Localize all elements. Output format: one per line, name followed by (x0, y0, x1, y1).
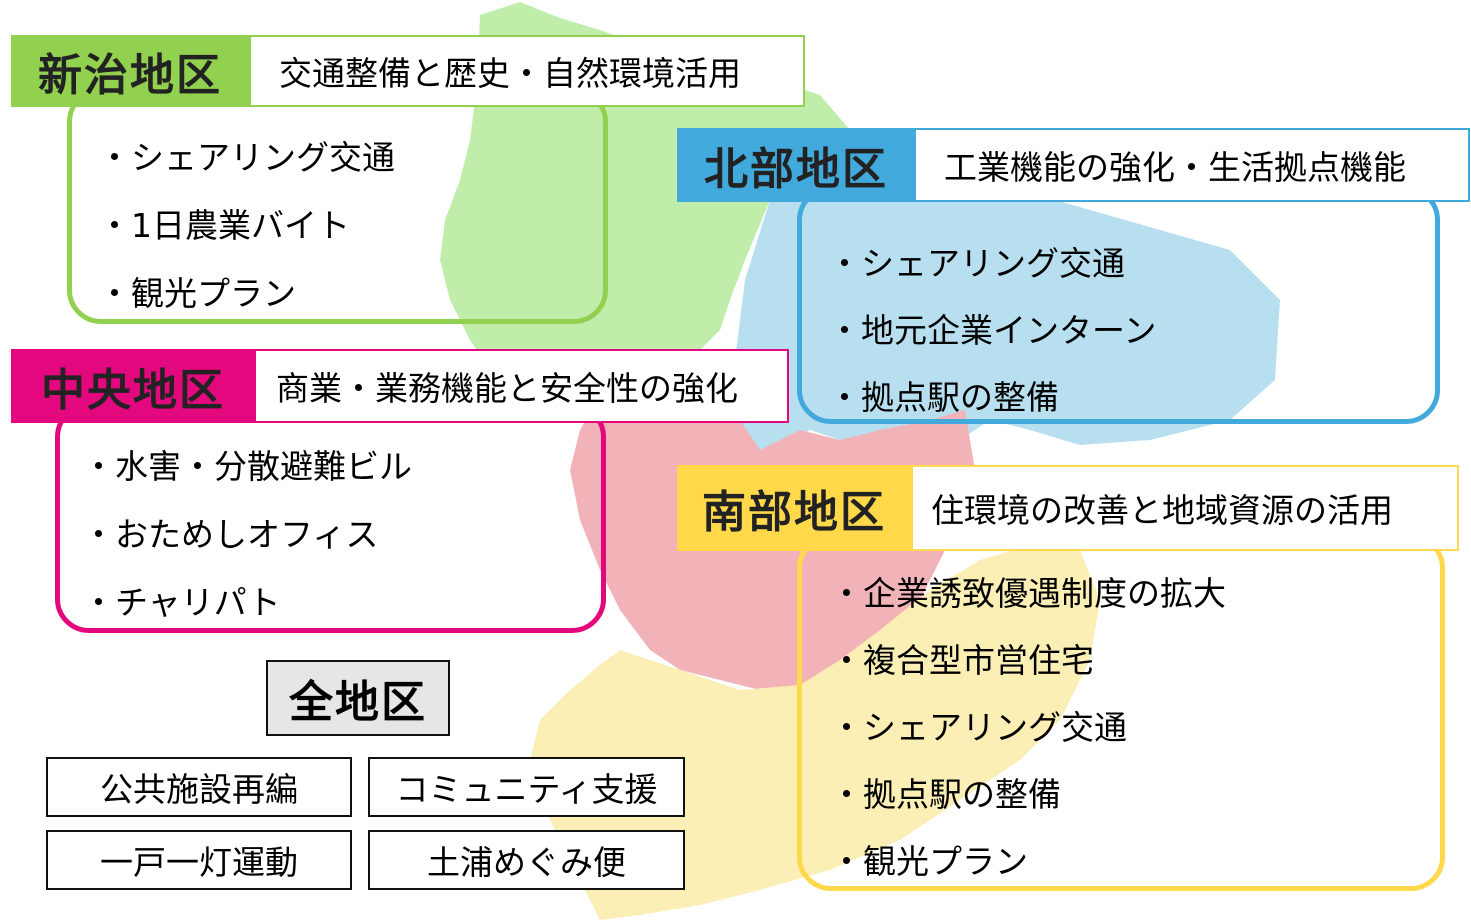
district-item: シェアリング交通 (98, 131, 395, 179)
district-item: 複合型市営住宅 (830, 634, 1094, 682)
district-theme-hokubu: 工業機能の強化・生活拠点機能 (914, 128, 1470, 202)
district-item: シェアリング交通 (830, 701, 1127, 749)
district-items-box-nanbu: 企業誘致優遇制度の拡大 複合型市営住宅 シェアリング交通 拠点駅の整備 観光プラ… (797, 534, 1445, 891)
all-district-item: 公共施設再編 (46, 757, 352, 817)
district-theme-chuo: 商業・業務機能と安全性の強化 (254, 349, 789, 423)
district-item: 観光プラン (830, 835, 1028, 883)
district-item: 拠点駅の整備 (830, 768, 1061, 816)
all-district-item: 一戸一灯運動 (46, 830, 352, 890)
all-district-title: 全地区 (266, 660, 450, 736)
district-title-nanbu: 南部地区 (677, 465, 911, 551)
district-item: シェアリング交通 (828, 237, 1125, 285)
district-title-niiharu: 新治地区 (11, 35, 249, 107)
district-item: 観光プラン (98, 267, 296, 315)
district-title-hokubu: 北部地区 (677, 128, 915, 202)
all-district-item: コミュニティ支援 (368, 757, 685, 817)
district-theme-nanbu: 住環境の改善と地域資源の活用 (911, 465, 1459, 551)
district-items-box-chuo: 水害・分散避難ビル おためしオフィス チャリパト (55, 403, 606, 633)
district-title-chuo: 中央地区 (11, 349, 255, 423)
district-item: おためしオフィス (82, 508, 378, 556)
district-item: 企業誘致優遇制度の拡大 (830, 567, 1226, 615)
district-item: 水害・分散避難ビル (82, 440, 412, 488)
district-item: 拠点駅の整備 (828, 371, 1059, 419)
district-items-box-hokubu: シェアリング交通 地元企業インターン 拠点駅の整備 (797, 186, 1440, 424)
district-items-box-niiharu: シェアリング交通 1日農業バイト 観光プラン (67, 88, 608, 324)
all-district-item: 土浦めぐみ便 (368, 830, 685, 890)
district-item: チャリパト (82, 576, 281, 624)
district-item: 地元企業インターン (828, 304, 1156, 352)
district-theme-niiharu: 交通整備と歴史・自然環境活用 (249, 35, 805, 107)
district-item: 1日農業バイト (98, 199, 350, 247)
